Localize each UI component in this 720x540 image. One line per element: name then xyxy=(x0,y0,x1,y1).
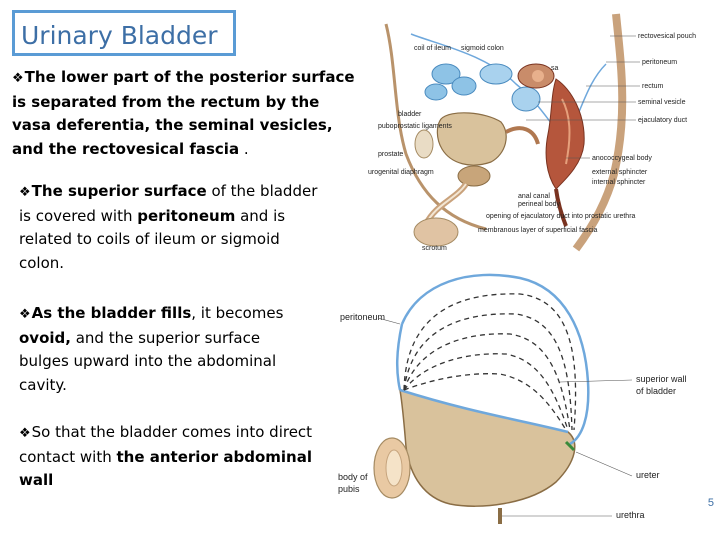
label-rectovesical-pouch: rectovesical pouch xyxy=(638,33,696,40)
bullet-text-segment: , it becomes xyxy=(191,304,284,322)
prostate-shape xyxy=(457,165,491,187)
bullet-diamond-icon: ❖ xyxy=(12,71,24,86)
title-box: Urinary Bladder xyxy=(12,10,236,56)
bullet-superior-surface: ❖The superior surface of the bladder is … xyxy=(19,180,319,275)
label-seminal-vesicle: seminal vesicle xyxy=(638,99,686,106)
bullet-text-segment: the anterior abdominal wall xyxy=(19,447,312,490)
label-rectum: rectum xyxy=(642,83,664,90)
bullet-text-segment: . xyxy=(239,139,249,158)
bullet-text-segment: and is related to coils of ileum or sigm… xyxy=(19,206,286,272)
ileum-coils xyxy=(424,63,541,112)
sagittal-section-diagram: coil of ileum sigmoid colon rectovesical… xyxy=(366,4,716,254)
label-ureter: ureter xyxy=(636,470,660,480)
bladder-shape xyxy=(436,112,507,166)
pubis-shape xyxy=(373,437,411,499)
bullet-posterior-surface: ❖The lower part of the posterior surface… xyxy=(12,66,362,161)
label-external-sphincter: external sphincter xyxy=(592,169,648,176)
label-coil-of-ileum: coil of ileum xyxy=(414,45,451,52)
bullet-text-segment: So that the bladder comes into direct co… xyxy=(19,423,313,466)
bullet-text-segment: The lower part of the posterior surface … xyxy=(12,68,355,111)
label-prostate: prostate xyxy=(378,151,403,158)
label-anal-canal: anal canal xyxy=(518,193,550,200)
label-perineal-body: perineal body xyxy=(518,201,561,208)
label-opening-ejaculatory-duct: opening of ejaculatory duct into prostat… xyxy=(486,213,636,220)
bullet-text-segment: of the bladder is covered with xyxy=(19,182,318,225)
bullet-text-segment: by the vasa deferentia, the seminal vesi… xyxy=(12,92,333,158)
label-urethra: urethra xyxy=(616,510,645,520)
bullet-text-segment: ovoid, xyxy=(19,328,71,347)
bullet-anterior-wall: ❖So that the bladder comes into direct c… xyxy=(19,421,319,493)
label-sigmoid-colon: sigmoid colon xyxy=(461,45,504,52)
label-puboprostatic: puboprostatic ligaments xyxy=(378,123,452,130)
label-peritoneum: peritoneum xyxy=(642,59,677,66)
label-sa: sa xyxy=(551,65,559,72)
page-number: 5 xyxy=(707,497,714,509)
label-urogenital-diaphragm: urogenital diaphragm xyxy=(368,169,434,176)
bullet-text-segment: peritoneum xyxy=(137,206,236,225)
bullet-diamond-icon: ❖ xyxy=(19,426,31,441)
bullet-bladder-fills: ❖As the bladder fills, it becomes ovoid,… xyxy=(19,302,309,397)
label-scrotum: scrotum xyxy=(422,245,447,252)
label-ejaculatory-duct: ejaculatory duct xyxy=(638,117,687,124)
bullet-text-segment: the rectum xyxy=(167,92,261,111)
label-internal-sphincter: internal sphincter xyxy=(592,179,646,186)
filling-stage-lines xyxy=(403,293,577,431)
bullet-text-segment: The superior surface xyxy=(31,182,207,200)
bullet-text-segment: As the bladder fills xyxy=(31,304,192,322)
label-bladder: bladder xyxy=(398,111,422,118)
label-peritoneum-2: peritoneum xyxy=(340,312,385,322)
bullet-diamond-icon: ❖ xyxy=(19,185,31,200)
rectum-shape xyxy=(545,78,585,190)
slide-title: Urinary Bladder xyxy=(21,21,218,50)
bullet-text-segment: and the superior surface bulges upward i… xyxy=(19,328,277,394)
bullet-diamond-icon: ❖ xyxy=(19,307,31,322)
label-membranous-layer: membranous layer of superficial fascia xyxy=(478,227,598,234)
label-anococcygeal-body: anococcygeal body xyxy=(592,155,652,162)
